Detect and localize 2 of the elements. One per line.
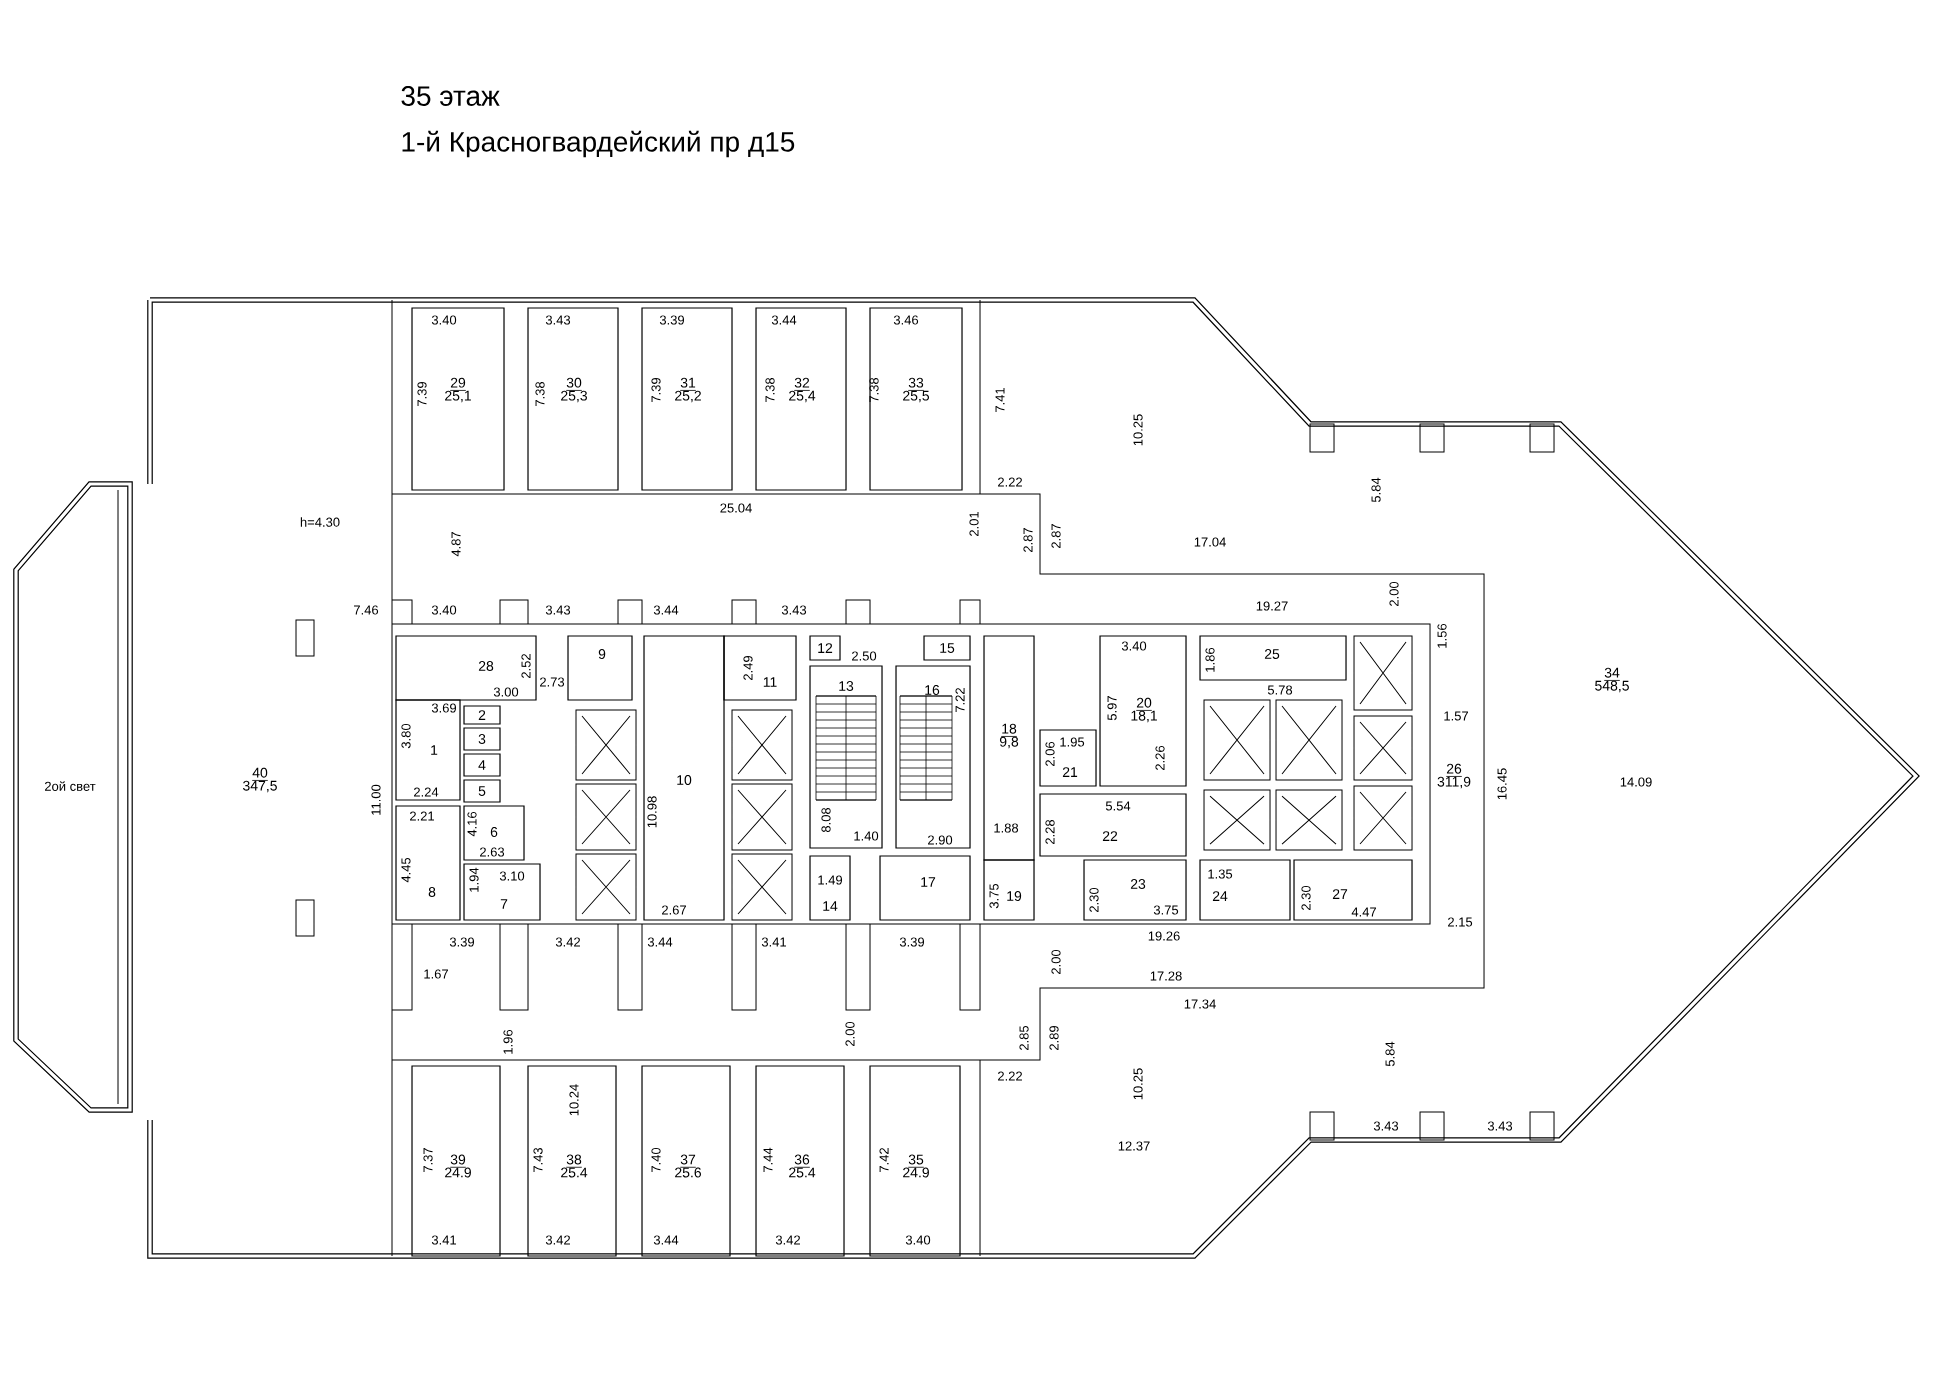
address-text: 1-й Красногвардейский пр д15 [402, 130, 795, 158]
title: 35 этаж [401, 86, 500, 106]
